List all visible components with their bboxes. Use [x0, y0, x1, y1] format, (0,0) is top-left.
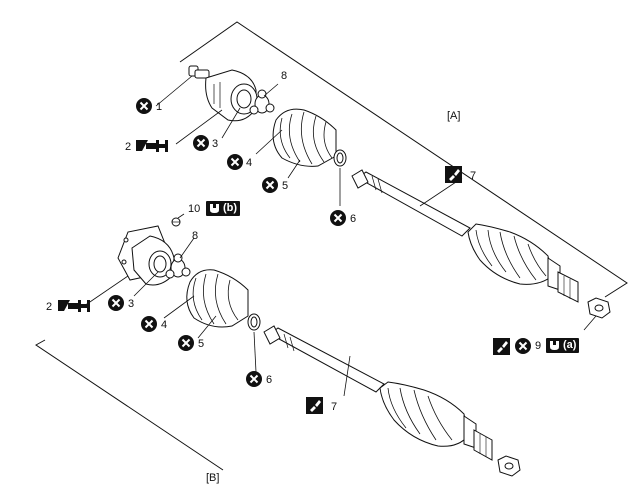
callout-7: 7 [470, 170, 477, 182]
part-9-nut-lower [497, 455, 521, 477]
part-5-boot [272, 108, 337, 167]
torque-tag-b: (b) [206, 201, 241, 216]
callout-6: 6 [350, 213, 357, 225]
callout-4: 4 [246, 157, 253, 169]
callout-2-lower: 2 [46, 301, 53, 313]
x-circle-icon [108, 295, 124, 311]
grease-brush-icon [493, 338, 510, 355]
torque-tag-a: (a) [546, 338, 580, 353]
callout-3-lower: 3 [128, 298, 135, 310]
x-circle-icon [178, 335, 194, 351]
callout-6-lower: 6 [266, 374, 273, 386]
callout-5: 5 [282, 180, 289, 192]
callout-7-lower: 7 [331, 401, 338, 413]
x-circle-icon [141, 316, 157, 332]
x-circle-icon [136, 98, 152, 114]
x-circle-icon [262, 177, 278, 193]
x-circle-icon [330, 210, 346, 226]
part-5-boot-lower [186, 269, 249, 328]
part-10-bolt [171, 217, 181, 227]
group-a-label: [A] [447, 110, 461, 122]
callout-10: 10 [188, 203, 201, 215]
lower-assembly [117, 217, 521, 477]
callout-4-lower: 4 [161, 319, 168, 331]
callout-9: 9 [535, 340, 542, 352]
x-circle-icon [227, 154, 243, 170]
part-3-housing [205, 69, 258, 122]
part-7-shaft-lower [263, 325, 493, 461]
part-6-clamp [333, 149, 347, 167]
x-circle-icon [515, 338, 531, 354]
bracket-b-lines [35, 339, 224, 471]
callout-1: 1 [156, 101, 163, 113]
part-7-shaft [351, 169, 579, 303]
grease-brush-icon [445, 166, 462, 183]
upper-assembly [188, 65, 611, 319]
part-6-clamp-lower [247, 313, 261, 331]
callout-3: 3 [212, 138, 219, 150]
x-circle-icon [193, 135, 209, 151]
torque-tag-b-text: (b) [223, 202, 238, 214]
callout-8: 8 [281, 70, 288, 82]
group-b-label: [B] [206, 472, 220, 484]
callout-2: 2 [125, 141, 132, 153]
puller-tool-icon [136, 140, 168, 152]
leader-lines [83, 75, 597, 397]
part-8-tripod-lower [165, 253, 191, 279]
callout-8-lower: 8 [192, 230, 199, 242]
torque-wrench-icon [550, 341, 559, 350]
grease-brush-icon [306, 397, 323, 414]
part-1-stud [188, 65, 210, 79]
part-3-housing-lower [117, 225, 175, 286]
torque-tag-a-text: (a) [563, 339, 577, 351]
puller-tool-icon [58, 300, 90, 312]
torque-wrench-icon [210, 204, 219, 213]
bracket-a-lines [179, 21, 628, 298]
part-9-nut [587, 297, 611, 319]
callout-5-lower: 5 [198, 338, 205, 350]
x-circle-icon [246, 371, 262, 387]
